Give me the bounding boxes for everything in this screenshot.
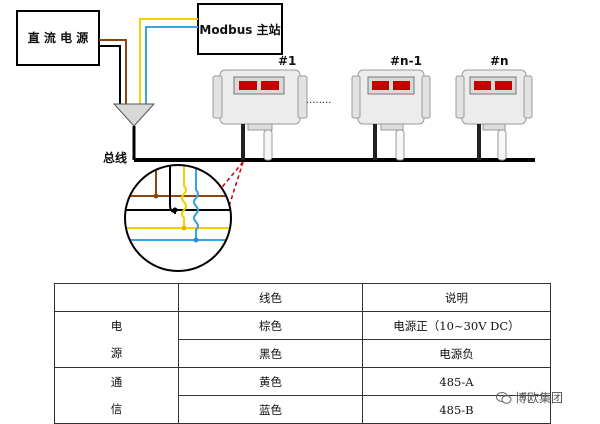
power-supply-box xyxy=(16,10,100,66)
sensor-probe xyxy=(497,129,507,161)
zoom-dot-brown xyxy=(153,193,159,199)
watermark-text: 博欧集团 xyxy=(515,391,564,405)
sensor-node-n-1: #n-1 xyxy=(351,54,431,161)
header-cell-color: 线色 xyxy=(178,283,363,312)
sensor-ear-left xyxy=(455,75,465,119)
junction-funnel xyxy=(112,103,156,127)
wiring-diagram: 直 流 电 源 Modbus 主站 总线 #1 ········ #n-1 xyxy=(16,3,535,272)
sensor-digits-right xyxy=(393,81,410,90)
sensor-ear-left xyxy=(212,75,223,119)
wire-color-table: 线色 说明 电 棕色 电源正（10~30V DC） 源 黑色 电源负 通 黄色 … xyxy=(54,283,551,424)
sensor-digits-right xyxy=(495,81,512,90)
modbus-master-label: Modbus 主站 xyxy=(199,22,280,37)
sensor-ear-right xyxy=(421,75,431,119)
sensor-digits-left xyxy=(239,81,257,90)
wechat-icon xyxy=(496,391,512,404)
table-header-row: 线色 说明 xyxy=(54,283,551,312)
modbus-master-box xyxy=(197,3,283,55)
ellipsis-dots: ········ xyxy=(306,98,331,109)
zoom-dot-yellow xyxy=(181,225,187,231)
sensor-ear-right xyxy=(297,75,308,119)
table-row: 信 蓝色 485-B xyxy=(54,395,551,424)
cell-wire-desc: 电源负 xyxy=(362,339,551,368)
wire-yellow xyxy=(139,18,198,104)
group-cell-comm-2: 信 xyxy=(54,395,179,424)
table-row: 电 棕色 电源正（10~30V DC） xyxy=(54,311,551,340)
sensor-probe xyxy=(263,129,273,161)
group-cell-power-2: 源 xyxy=(54,339,179,368)
zoom-drop-blue xyxy=(193,166,199,240)
zoom-dot-blue xyxy=(193,237,199,243)
wire-brown xyxy=(99,39,127,104)
cell-wire-color: 蓝色 xyxy=(178,395,363,424)
group-cell-power-1: 电 xyxy=(54,311,179,340)
wire-blue xyxy=(145,26,198,104)
header-cell-empty xyxy=(54,283,179,312)
table-row: 源 黑色 电源负 xyxy=(54,339,551,368)
sensor-digits-left xyxy=(372,81,389,90)
power-supply-label: 直 流 电 源 xyxy=(28,30,89,45)
watermark: 博欧集团 xyxy=(496,389,563,406)
sensor-digits-left xyxy=(474,81,491,90)
wire-black xyxy=(99,45,121,104)
callout-line-bottom xyxy=(220,161,244,233)
node-label: #n-1 xyxy=(390,54,422,68)
sensor-probe xyxy=(395,129,405,161)
sensor-cable xyxy=(241,124,245,160)
sensor-node-n: #n xyxy=(455,54,533,161)
zoom-drop-yellow xyxy=(181,166,187,228)
cell-wire-desc: 485-B xyxy=(362,395,551,424)
magnified-connection-view xyxy=(125,165,231,271)
sensor-ear-left xyxy=(351,75,361,119)
sensor-neck xyxy=(247,123,273,131)
sensor-ear-right xyxy=(523,75,533,119)
cell-wire-color: 黄色 xyxy=(178,367,363,396)
table-row: 通 黄色 485-A xyxy=(54,367,551,396)
sensor-digits-right xyxy=(261,81,279,90)
sensor-neck xyxy=(482,123,506,131)
node-label: #n xyxy=(490,54,509,68)
cell-wire-color: 黑色 xyxy=(178,339,363,368)
cell-wire-color: 棕色 xyxy=(178,311,363,340)
sensor-neck xyxy=(380,123,404,131)
magnifier-outline xyxy=(124,164,232,272)
header-cell-desc: 说明 xyxy=(362,283,551,312)
sensor-cable xyxy=(373,124,377,160)
node-label: #1 xyxy=(278,54,296,68)
group-cell-comm-1: 通 xyxy=(54,367,179,396)
sensor-cable xyxy=(477,124,481,160)
zoom-dot-black xyxy=(172,207,178,213)
sensor-node-1: #1 xyxy=(212,54,308,161)
cell-wire-desc: 电源正（10~30V DC） xyxy=(362,311,551,340)
bus-label: 总线 xyxy=(103,150,127,165)
